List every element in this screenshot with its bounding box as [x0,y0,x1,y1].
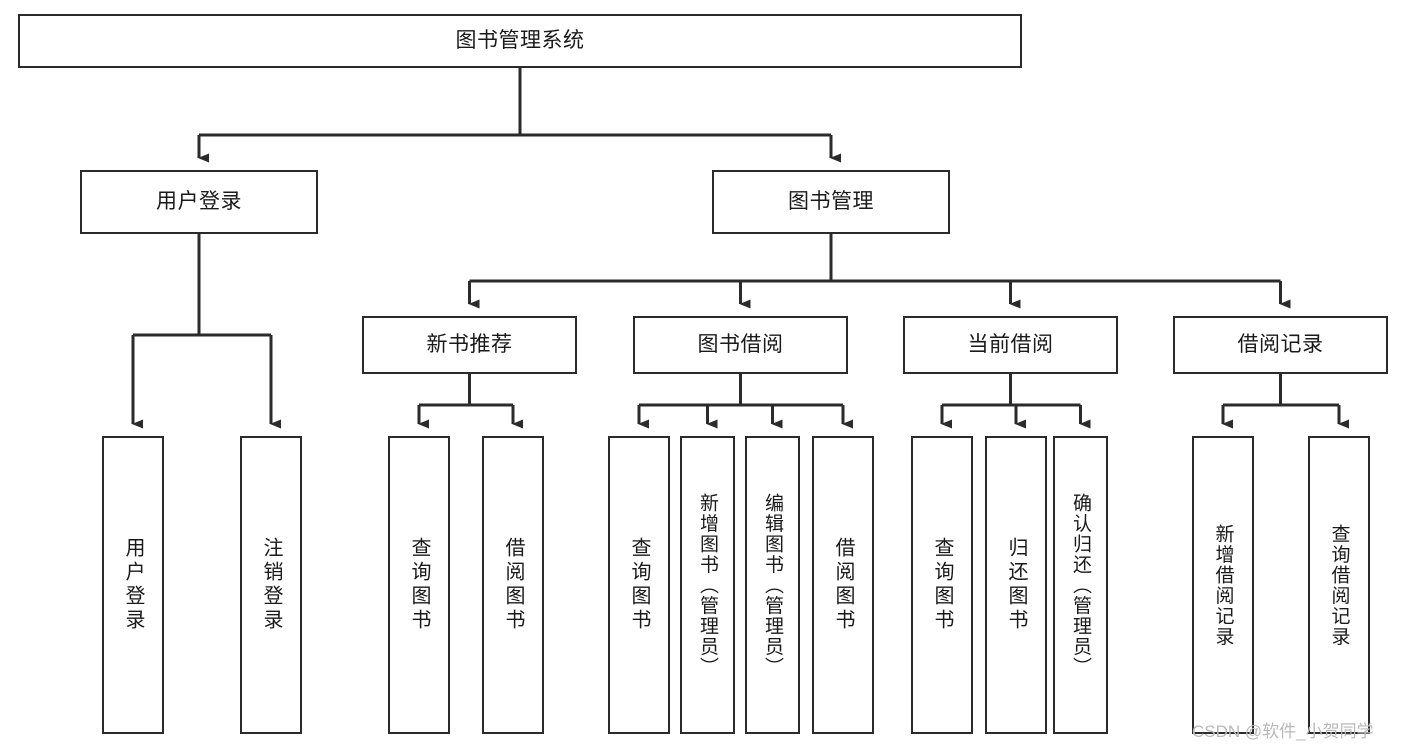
node-label: 图书借阅 [697,333,784,357]
node-label: 新书推荐 [426,333,513,357]
node-label: 新增借阅记录 [1212,523,1234,647]
node-label: 编辑图书（管理员） [762,492,783,678]
node-leaf-user-logout[interactable]: 注销登录 [240,436,302,734]
node-label: 用户登录 [156,190,242,214]
node-root[interactable]: 图书管理系统 [18,14,1022,68]
node-label: 查询图书 [628,537,650,633]
node-leaf-nb-query[interactable]: 查询图书 [388,436,450,734]
node-label: 确认归还（管理员） [1070,492,1091,678]
node-label: 注销登录 [260,537,282,633]
node-leaf-bk-add[interactable]: 新增图书（管理员） [680,436,735,734]
node-label: 图书管理系统 [455,29,585,53]
csdn-watermark: CSDN @软件_小贺同学 [1192,722,1374,741]
node-newbook[interactable]: 新书推荐 [362,316,577,374]
node-label: 查询图书 [408,537,430,633]
node-leaf-nb-borrow[interactable]: 借阅图书 [482,436,544,734]
node-leaf-cur-confirm[interactable]: 确认归还（管理员） [1053,436,1108,734]
node-label: 图书管理 [788,190,874,214]
node-label: 借阅图书 [832,537,854,633]
node-bookmgmt[interactable]: 图书管理 [712,170,950,234]
node-label: 查询借阅记录 [1328,523,1350,647]
node-leaf-bk-edit[interactable]: 编辑图书（管理员） [745,436,800,734]
node-borrow[interactable]: 图书借阅 [633,316,848,374]
node-login[interactable]: 用户登录 [80,170,318,234]
node-leaf-user-login[interactable]: 用户登录 [102,436,164,734]
node-label: 查询图书 [931,537,953,633]
node-leaf-cur-query[interactable]: 查询图书 [911,436,973,734]
node-label: 归还图书 [1005,537,1027,633]
node-label: 借阅图书 [502,537,524,633]
node-records[interactable]: 借阅记录 [1173,316,1388,374]
node-current[interactable]: 当前借阅 [903,316,1118,374]
node-leaf-rec-add[interactable]: 新增借阅记录 [1192,436,1254,734]
node-leaf-cur-return[interactable]: 归还图书 [985,436,1047,734]
node-label: 借阅记录 [1237,333,1324,357]
node-label: 新增图书（管理员） [697,492,718,678]
node-leaf-rec-query[interactable]: 查询借阅记录 [1308,436,1370,734]
node-leaf-bk-query[interactable]: 查询图书 [608,436,670,734]
node-leaf-bk-borrow[interactable]: 借阅图书 [812,436,874,734]
node-label: 用户登录 [122,537,144,633]
node-label: 当前借阅 [967,333,1054,357]
